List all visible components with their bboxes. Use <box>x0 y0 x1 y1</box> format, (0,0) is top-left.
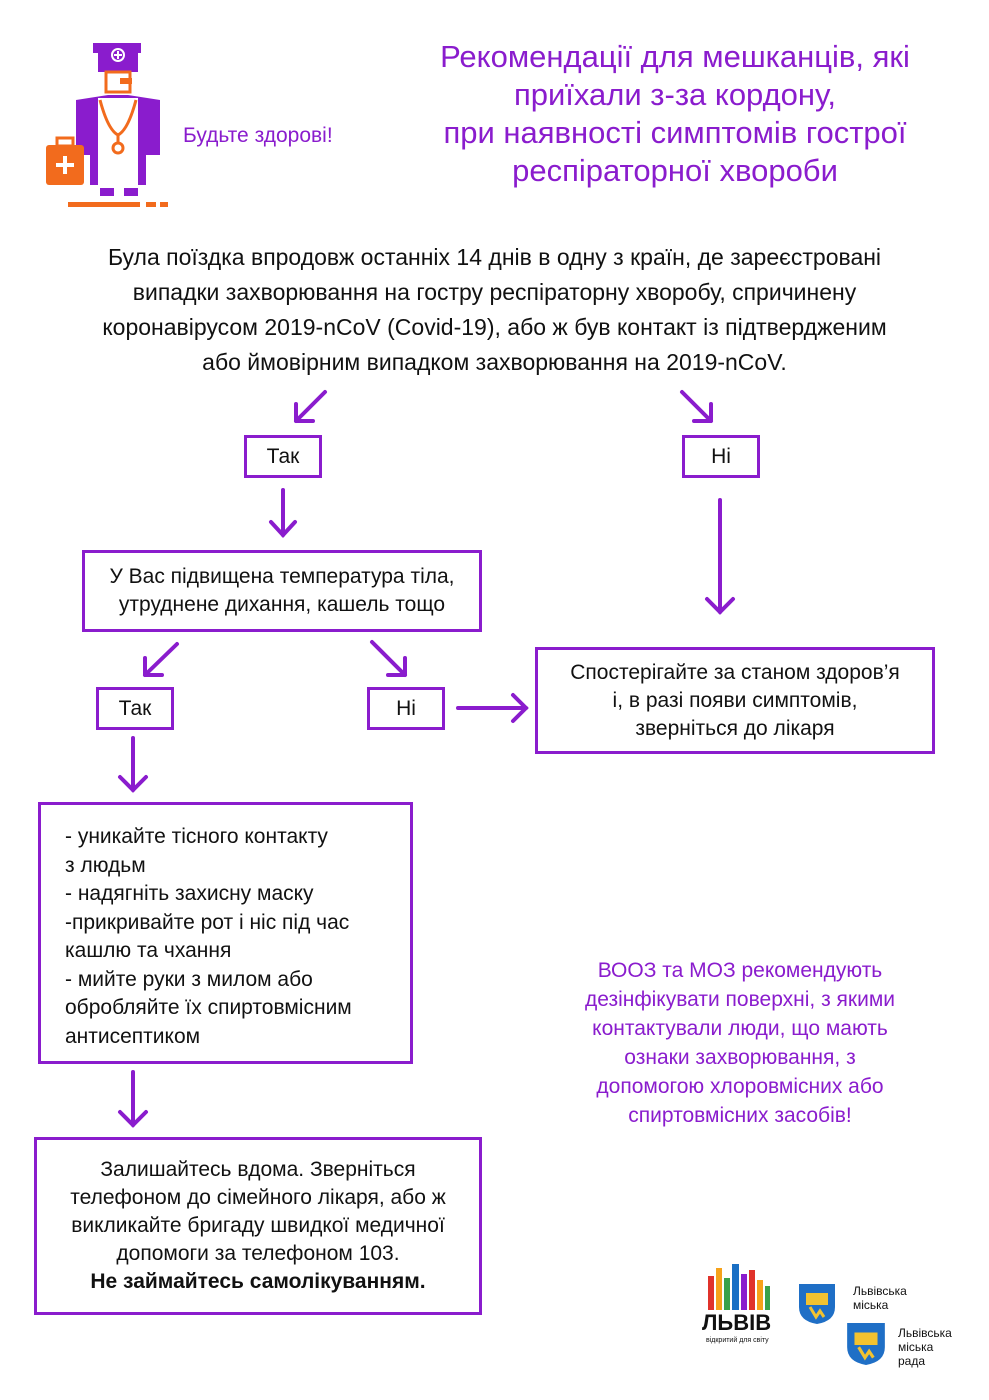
observe-line: зверніться до лікаря <box>635 716 835 740</box>
stay-home-line: Залишайтесь вдома. Зверніться <box>100 1158 416 1181</box>
arrow-intro-to-no <box>680 390 713 423</box>
advice-line: - надягніть захисну маску <box>65 882 314 905</box>
lviv-logo-text: ЛЬВІВ <box>702 1310 772 1335</box>
stay-home-line: викликайте бригаду швидкої медичної <box>71 1214 445 1237</box>
arrow-symptoms-to-no <box>370 640 407 677</box>
stay-home-box: Залишайтесь вдома. Зверніться телефоном … <box>34 1137 482 1315</box>
lviv-skyline-icon <box>708 1264 770 1310</box>
arrow-yes2-to-advice <box>118 736 148 793</box>
title-line: респіраторної хвороби <box>512 153 838 188</box>
title-line: приїхали з-за кордону, <box>513 77 837 112</box>
who-note-line: допомогою хлоровмісних або <box>596 1075 884 1098</box>
who-note-line: ВООЗ та МОЗ рекомендують <box>597 959 883 982</box>
intro-line: коронавірусом 2019-nCoV (Covid-19), або … <box>102 314 887 340</box>
advice-line: антисептиком <box>65 1024 201 1048</box>
intro-line: Була поїздка впродовж останніх 14 днів в… <box>107 244 882 270</box>
lviv-coat-of-arms-icon <box>847 1323 885 1365</box>
city-council-label-1: Львівська міська <box>853 1284 907 1312</box>
symptoms-line: У Вас підвищена температура тіла, <box>109 565 455 588</box>
city-council-label-2: Львівська міська рада <box>898 1326 952 1368</box>
arrow-no-to-observe <box>705 498 735 615</box>
symptoms-box: У Вас підвищена температура тіла, утрудн… <box>82 550 482 632</box>
advice-line: обробляйте їх спиртовмісним <box>65 996 352 1019</box>
who-note-line: контактували люди, що мають <box>592 1017 888 1040</box>
stay-home-line: телефоном до сімейного лікаря, або ж <box>70 1186 446 1209</box>
yes-box-2: Так <box>96 687 174 730</box>
observe-box: Спостерігайте за станом здоров’я і, в ра… <box>535 647 935 754</box>
symptoms-line: утруднене дихання, кашель тощо <box>118 593 446 616</box>
lviv-logo: ЛЬВІВ відкритий для світу <box>700 1262 775 1357</box>
advice-line: -прикривайте рот і ніс під час <box>65 910 350 934</box>
intro-question: Була поїздка впродовж останніх 14 днів в… <box>40 240 949 380</box>
slogan: Будьте здорові! <box>183 124 333 147</box>
no-box-1: Ні <box>682 435 760 478</box>
intro-line: або ймовірним випадком захворювання на 2… <box>202 349 787 375</box>
title-line: при наявності симптомів гострої <box>443 115 907 150</box>
doctor-illustration <box>46 43 168 207</box>
arrow-symptoms-to-yes <box>143 642 179 677</box>
who-note-line: спиртовмісних засобів! <box>628 1104 852 1127</box>
lviv-coat-of-arms-icon <box>799 1284 835 1324</box>
who-note-line: дезінфікувати поверхні, з якими <box>585 988 895 1011</box>
title-line: Рекомендації для мешканців, які <box>440 39 910 74</box>
stay-home-warning: Не займайтесь самолікуванням. <box>90 1270 426 1293</box>
arrow-advice-to-stayhome <box>118 1070 148 1128</box>
observe-line: Спостерігайте за станом здоров’я <box>570 660 900 684</box>
no-box-2: Ні <box>367 687 445 730</box>
advice-line: - уникайте тісного контакту <box>65 825 328 848</box>
stay-home-line: допомоги за телефоном 103. <box>116 1242 400 1265</box>
intro-line: випадки захворювання на гостру респірато… <box>132 279 857 305</box>
who-note-line: ознаки захворювання, з <box>624 1046 856 1069</box>
arrow-intro-to-yes <box>294 390 327 423</box>
page-title: Рекомендації для мешканців, які приїхали… <box>390 38 960 190</box>
lviv-tagline: відкритий для світу <box>706 1337 769 1344</box>
arrow-no2-to-observe <box>456 693 529 723</box>
who-note: ВООЗ та МОЗ рекомендують дезінфікувати п… <box>540 956 940 1130</box>
advice-line: з людьм <box>65 853 146 877</box>
advice-box: - уникайте тісного контакту з людьм - на… <box>38 802 413 1064</box>
yes-box-1: Так <box>244 435 322 478</box>
arrow-yes-to-symptoms <box>269 488 297 538</box>
observe-line: і, в разі появи симптомів, <box>612 688 858 712</box>
advice-line: - мийте руки з милом або <box>65 967 313 991</box>
advice-line: кашлю та чхання <box>65 939 232 962</box>
